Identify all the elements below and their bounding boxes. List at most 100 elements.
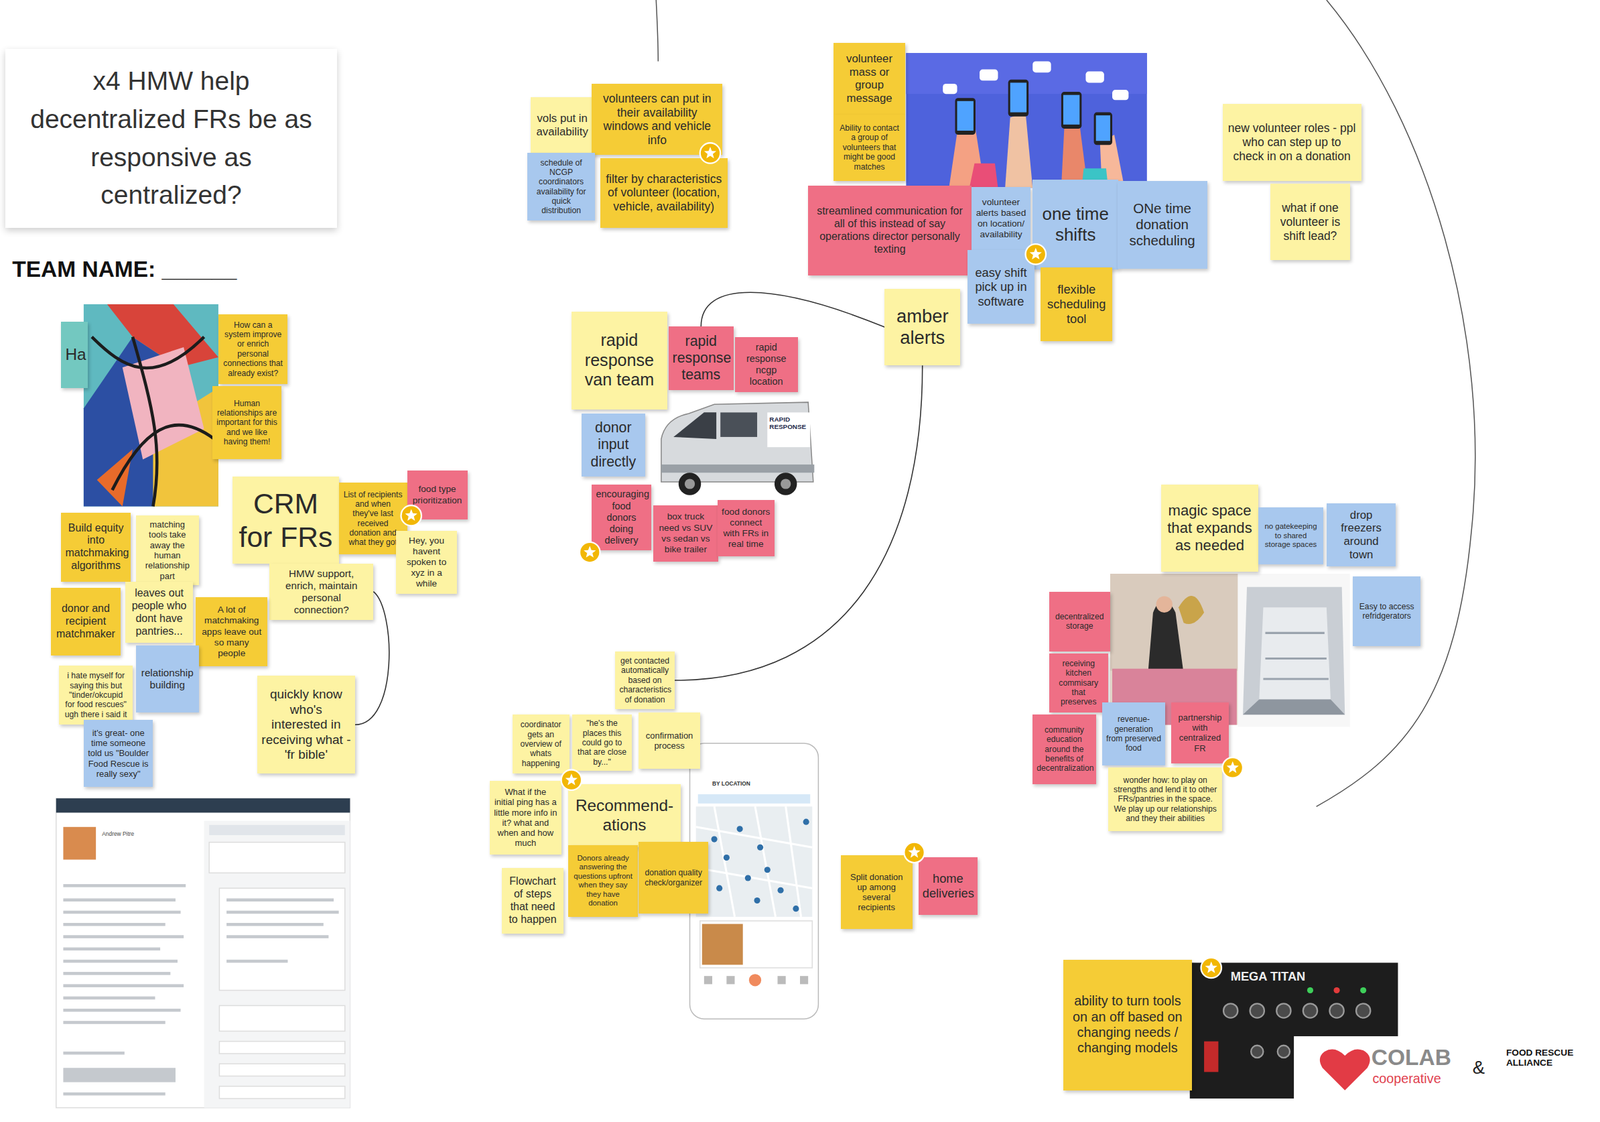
note-text: donation quality check/organizer (642, 867, 704, 888)
phone-map-screenshot (800, 975, 809, 984)
sticky-note: donor and recipient matchmaker (50, 587, 121, 656)
sticky-note: one time shifts (1032, 179, 1119, 270)
note-text: box truck need vs SUV vs sedan vs bike t… (657, 511, 715, 555)
star-sticker (579, 542, 600, 563)
sticky-note: rapid response ncgp location (735, 337, 798, 392)
sticky-note: Ha (60, 321, 88, 388)
sticky-note: confirmation process (638, 712, 700, 769)
note-text: Split donation up among several recipien… (844, 871, 908, 913)
sticky-note: relationship building (136, 645, 199, 713)
phone-map-screenshot (723, 854, 730, 861)
sticky-note: partnership with centralized FR (1171, 702, 1229, 764)
note-text: wonder how: to play on strengths and len… (1112, 775, 1219, 824)
crm-screenshot (62, 947, 161, 951)
note-text: quickly know who's interested in receivi… (261, 686, 352, 762)
phone-map-screenshot (696, 806, 813, 917)
title-card: x4 HMW help decentralized FRs be as resp… (5, 48, 338, 228)
sticky-note: food type prioritization (407, 470, 468, 520)
phone-map-screenshot (745, 874, 752, 881)
painting-illustration (97, 448, 133, 506)
crm-screenshot (62, 826, 96, 860)
note-text: ONe time donation scheduling (1121, 200, 1204, 250)
phone-map-screenshot (753, 897, 760, 904)
phones-illustration (905, 52, 1147, 188)
sticky-note: volunteers can put in their availability… (591, 83, 723, 156)
note-text: Easy to access refridgerators (1357, 601, 1417, 622)
logo-panel (1319, 1048, 1371, 1090)
control-panel-photo (1356, 1003, 1371, 1018)
crm-screenshot (62, 983, 184, 987)
van-photo (780, 478, 791, 489)
crm-screenshot (226, 922, 324, 926)
crm-screenshot (204, 820, 351, 1108)
phone-map-screenshot (702, 923, 744, 965)
sticky-note: get contacted automatically based on cha… (615, 651, 675, 710)
note-text: filter by characteristics of volunteer (… (604, 172, 724, 214)
crm-screenshot (226, 897, 334, 902)
sticky-note: HMW support, enrich, maintain personal c… (269, 563, 374, 620)
van-interior-photo (1237, 573, 1351, 727)
note-text: get contacted automatically based on cha… (619, 655, 671, 705)
phones-illustration (1010, 82, 1027, 112)
phones-illustration (1094, 112, 1113, 146)
note-text: no gatekeeping to shared storage spaces (1262, 521, 1320, 549)
note-text: home deliveries (922, 871, 974, 900)
control-panel-photo (1334, 986, 1341, 993)
sticky-note: box truck need vs SUV vs sedan vs bike t… (653, 505, 719, 562)
phone-map-screenshot (711, 818, 810, 912)
note-text: Recommend-ations (572, 795, 677, 835)
note-text: vols put in availability (534, 111, 590, 139)
note-text: food donors connect with FRs in real tim… (721, 506, 771, 551)
sticky-note: new volunteer roles - ppl who can step u… (1222, 103, 1362, 181)
phones-illustration (954, 97, 975, 135)
sticky-note: "he's the places this could go to that a… (572, 714, 632, 771)
phones-illustration (1096, 115, 1111, 141)
phones-illustration (979, 69, 998, 82)
sticky-note: quickly know who's interested in receivi… (257, 675, 356, 774)
phones-illustration (905, 52, 1147, 188)
crm-screenshot (226, 934, 329, 939)
phone-map-screenshot (792, 905, 799, 912)
note-text: A lot of matchmaking apps leave out so m… (199, 604, 263, 659)
crm-screenshot (62, 971, 171, 975)
crm-screenshot (62, 922, 165, 926)
control-panel-photo (1223, 1003, 1238, 1018)
sticky-note: what if one volunteer is shift lead? (1270, 183, 1351, 260)
crm-screenshot (219, 1086, 345, 1099)
note-text: Build equity into matchmaking algorithms (64, 521, 126, 573)
note-text: amber alerts (888, 305, 957, 350)
sticky-note: Human relationships are important for th… (212, 385, 283, 460)
note-text: schedule of NCGP coordinators availabili… (531, 158, 591, 216)
crm-screenshot (56, 797, 351, 813)
sticky-note: community education around the benefits … (1032, 714, 1096, 784)
sticky-note: it's great- one time someone told us "Bo… (83, 719, 154, 788)
note-text: volunteer mass or group message (837, 52, 901, 106)
phones-illustration (1063, 95, 1080, 125)
sticky-note: donor input directly (581, 413, 645, 477)
sticky-note: i hate myself for saying this but "tinde… (58, 665, 133, 725)
sticky-note: easy shift pick up in software (967, 249, 1036, 324)
sticky-note: Donors already answering the questions u… (568, 844, 638, 917)
van-interior-photo (1242, 586, 1345, 715)
sticky-note: rapid response teams (668, 326, 734, 390)
sticky-note: amber alerts (884, 288, 961, 366)
phone-map-screenshot (777, 975, 786, 984)
control-panel-photo (1329, 1003, 1344, 1018)
text-label: BY LOCATION (712, 780, 784, 787)
van-photo (720, 412, 758, 437)
note-text: Human relationships are important for th… (216, 398, 278, 447)
phones-illustration (1112, 89, 1129, 100)
note-text: magic space that expands as needed (1165, 501, 1255, 555)
note-text: CRM for FRs (236, 486, 335, 555)
star-sticker (1201, 957, 1222, 978)
sticky-note: streamlined communication for all of thi… (808, 185, 972, 276)
note-text: revenue-generation from preserved food (1106, 714, 1162, 754)
sticky-note: food donors connect with FRs in real tim… (717, 499, 775, 557)
phone-map-screenshot (737, 825, 744, 832)
note-text: it's great- one time someone told us "Bo… (87, 727, 149, 779)
note-text: Ha (64, 345, 84, 365)
crm-screenshot (62, 1051, 124, 1055)
note-text: receiving kitchen commisary that preserv… (1053, 658, 1105, 707)
control-panel-photo (1360, 986, 1367, 993)
note-text: Flowchart of steps that need to happen (505, 875, 559, 926)
